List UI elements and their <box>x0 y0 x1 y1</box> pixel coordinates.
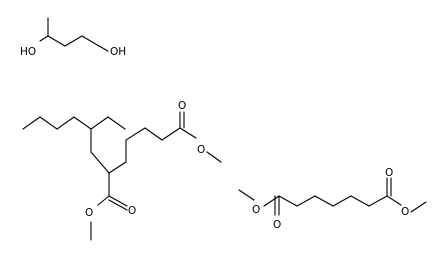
bond <box>90 116 109 130</box>
bond <box>98 45 109 52</box>
bond <box>263 195 280 207</box>
oxygen-label: O <box>385 167 393 179</box>
bond <box>108 199 128 211</box>
bond <box>238 189 255 201</box>
bond <box>64 35 83 47</box>
bond <box>386 195 402 206</box>
bond <box>350 195 370 207</box>
oxygen-label: O <box>401 206 409 218</box>
bond <box>144 127 163 141</box>
bond <box>206 151 222 163</box>
oxygen-label: O <box>178 100 186 112</box>
bond <box>410 201 427 213</box>
bond <box>107 116 126 130</box>
oxygen-label: O <box>252 204 260 216</box>
bond <box>368 195 388 207</box>
molecule-dimethyl-adipate: O O O O <box>238 167 427 231</box>
bond <box>161 127 181 141</box>
molecule-butanediol: HO OH <box>20 17 126 58</box>
bond <box>81 35 100 47</box>
bond <box>39 35 49 42</box>
bond <box>39 116 58 130</box>
bond <box>73 116 92 130</box>
bond <box>90 151 110 174</box>
oxygen-label: O <box>85 207 93 219</box>
bond <box>314 195 334 207</box>
bond <box>22 116 41 130</box>
bond <box>108 161 127 174</box>
hydroxyl-label: HO <box>20 46 36 58</box>
bond <box>278 195 298 207</box>
oxygen-label: O <box>197 144 205 156</box>
bond <box>179 127 197 139</box>
oxygen-label: O <box>273 219 281 231</box>
bond <box>296 195 316 207</box>
bond <box>56 116 75 130</box>
hydroxyl-label: OH <box>110 46 126 58</box>
bond <box>332 195 352 207</box>
bond <box>108 195 128 207</box>
bond <box>47 35 66 47</box>
molecule-branched-diester: O O O O <box>22 100 222 241</box>
oxygen-label: O <box>128 205 136 217</box>
bond <box>97 195 110 206</box>
bond <box>125 127 146 141</box>
